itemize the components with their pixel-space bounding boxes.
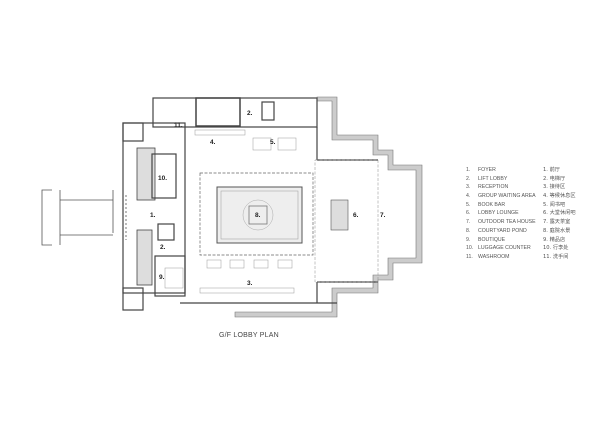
legend-item: 11. WASHROOM: [466, 253, 536, 262]
legend-item: 6. LOBBY LOUNGE: [466, 209, 536, 218]
legend-label: COURTYARD POND: [478, 227, 527, 234]
legend-label: LUGGAGE COUNTER: [478, 245, 531, 252]
legend-english: 1. FOYER 2. LIFT LOBBY 3. RECEPTION 4. GROUP…: [466, 166, 536, 262]
legend-num: 6.: [466, 210, 471, 217]
legend-cn-item: 4. 等候休息区: [543, 193, 576, 200]
legend-cn-item: 7. 露天茶室: [543, 219, 571, 226]
legend-cn-item: 1. 前厅: [543, 167, 560, 173]
legend-item: 9. BOUTIQUE: [466, 236, 536, 245]
legend-label: WASHROOM: [478, 253, 510, 260]
courtyard-boundary: [199, 172, 314, 256]
legend-label: GROUP WAITING AREA: [478, 193, 536, 200]
legend-cn-item: 5. 阅书吧: [543, 201, 566, 208]
legend-label: BOUTIQUE: [478, 236, 506, 243]
legend-item: 5. BOOK BAR: [466, 201, 536, 210]
legend-label: LOBBY LOUNGE: [478, 210, 519, 217]
legend-cn-item: 10. 行李处: [543, 245, 569, 252]
courtyard-pond: [216, 186, 303, 244]
legend-cn-item: 11. 洗手间: [543, 253, 569, 260]
legend-num: 2.: [466, 175, 471, 182]
legend-label: RECEPTION: [478, 184, 509, 191]
legend-cn-item: 2. 电梯厅: [543, 175, 566, 182]
walls: [122, 97, 378, 311]
room-label-2-upper: 2.: [247, 110, 253, 117]
legend-num: 4.: [466, 193, 471, 200]
legend-item: 7. OUTDOOR TEA HOUSE: [466, 218, 536, 227]
legend-num: 5.: [466, 201, 471, 208]
room-label-11: 11.: [174, 122, 183, 129]
room-label-2-lower: 2.: [160, 244, 166, 251]
legend-cn-item: 6. 大堂休闲吧: [543, 210, 576, 217]
pond-feature: [242, 199, 274, 231]
legend-item: 4. GROUP WAITING AREA: [466, 192, 536, 201]
room-label-9: 9.: [159, 274, 165, 281]
legend-num: 9.: [466, 236, 471, 243]
legend-cn-item: 9. 精品店: [543, 236, 566, 243]
legend-item: 3. RECEPTION: [466, 183, 536, 192]
legend-label: BOOK BAR: [478, 201, 506, 208]
room-label-6: 6.: [353, 212, 359, 219]
pond-inner: [220, 190, 299, 240]
entry-pavilion: [41, 189, 127, 246]
legend-num: 1.: [466, 167, 471, 173]
room-label-4: 4.: [210, 139, 216, 146]
room-label-3: 3.: [247, 280, 253, 287]
lounge-table: [330, 199, 349, 231]
legend-item: 8. COURTYARD POND: [466, 227, 536, 236]
legend-num: 7.: [466, 219, 471, 226]
legend-chinese: 1. 前厅 2. 电梯厅 3. 接待区 4. 等候休息区 5. 阅书吧 6. 大…: [543, 166, 576, 262]
terrace-band: [234, 96, 423, 318]
legend-item: 1. FOYER: [466, 166, 536, 175]
legend-label: OUTDOOR TEA HOUSE: [478, 219, 536, 226]
furniture: [164, 129, 297, 294]
plan-title: G/F LOBBY PLAN: [219, 332, 279, 339]
room-label-8: 8.: [255, 212, 261, 219]
room-label-5: 5.: [270, 139, 276, 146]
legend-num: 11.: [466, 253, 473, 260]
room-label-10: 10.: [158, 175, 167, 182]
legend-cn-item: 8. 庭院水景: [543, 227, 571, 234]
legend-num: 8.: [466, 227, 471, 234]
legend-num: 10.: [466, 245, 474, 252]
legend-item: 10. LUGGAGE COUNTER: [466, 244, 536, 253]
legend-cn-item: 3. 接待区: [543, 184, 566, 191]
legend-item: 2. LIFT LOBBY: [466, 175, 536, 184]
room-label-7: 7.: [380, 212, 386, 219]
legend-label: LIFT LOBBY: [478, 175, 508, 182]
legend-num: 3.: [466, 184, 471, 191]
pond-pavilion: [248, 205, 268, 225]
room-label-1: 1.: [150, 212, 156, 219]
legend-label: FOYER: [478, 167, 496, 173]
lounge-boundary: [314, 159, 379, 283]
